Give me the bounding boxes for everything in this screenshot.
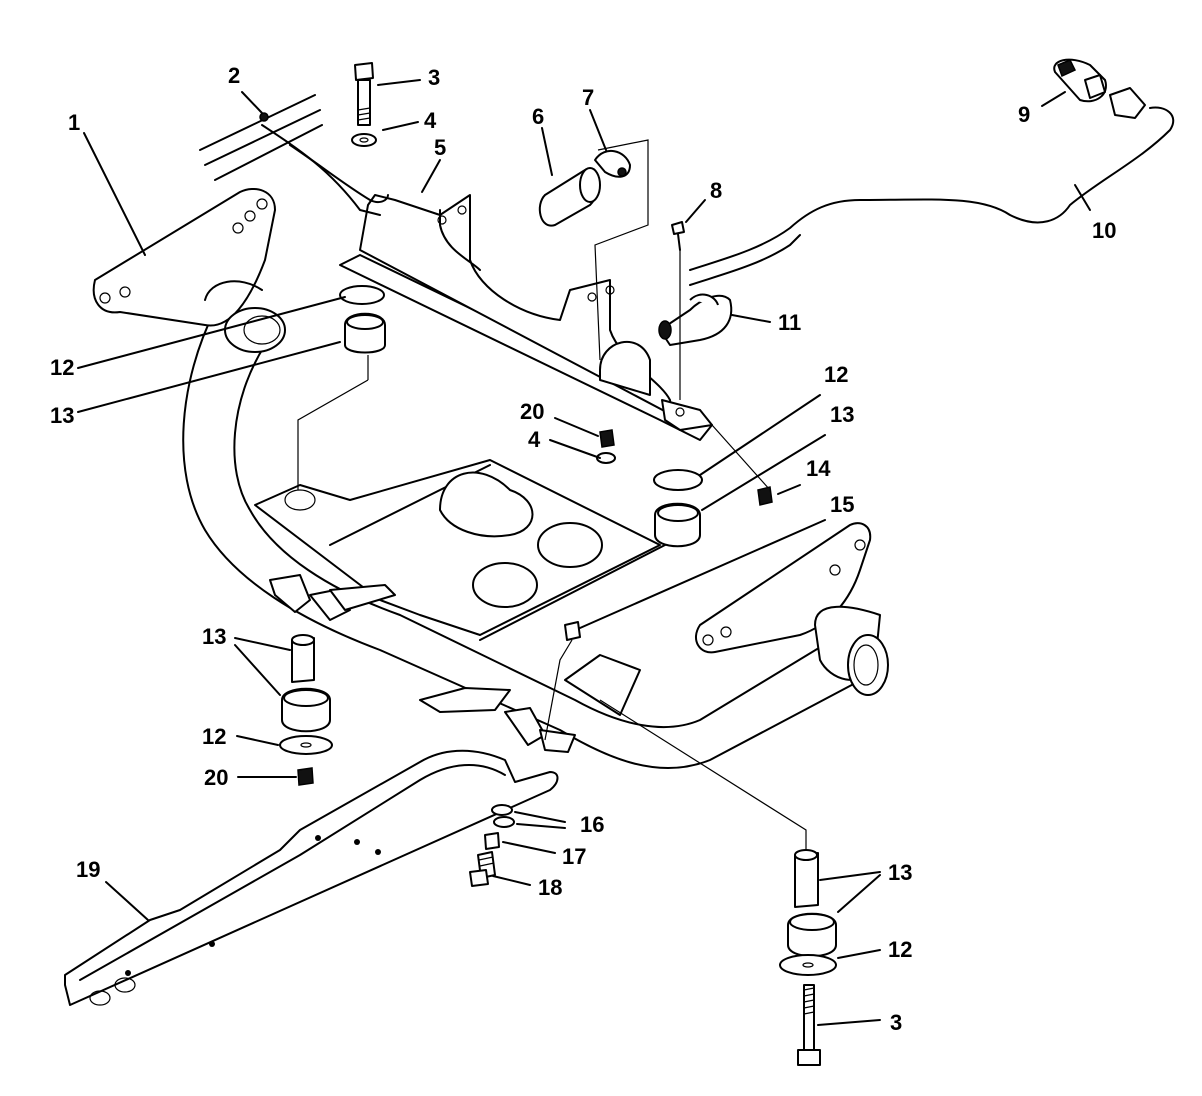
side-rail	[64, 749, 559, 1006]
callout-13-lower-right: 13	[888, 860, 912, 885]
left-mounting-plate	[92, 188, 286, 353]
valve-fitting	[658, 293, 733, 346]
frame-tabs	[269, 574, 576, 753]
callout-13-right: 13	[830, 402, 854, 427]
callout-8: 8	[710, 178, 722, 203]
tube-and-clamp	[538, 139, 649, 361]
frame-tube	[182, 309, 881, 769]
callout-9: 9	[1018, 102, 1030, 127]
mount-right	[653, 424, 773, 548]
callout-11: 11	[778, 310, 801, 335]
center-bracket	[339, 194, 713, 441]
mount-stack-lower-left	[279, 634, 333, 786]
callout-13-lower-left: 13	[202, 624, 226, 649]
callout-1: 1	[68, 110, 80, 135]
callout-3-lower-right: 3	[890, 1010, 902, 1035]
callout-12-upper-left: 12	[50, 355, 74, 380]
callout-20-center: 20	[520, 399, 544, 424]
callout-12-lower-right: 12	[888, 937, 912, 962]
mount-stack-lower-right	[599, 699, 837, 1066]
callout-17: 17	[562, 844, 586, 869]
right-mounting-plate	[695, 522, 889, 696]
callout-7: 7	[582, 85, 594, 110]
nut-washer-center	[596, 429, 616, 464]
brake-line	[199, 94, 389, 216]
callout-5: 5	[434, 135, 446, 160]
fuel-line	[689, 58, 1175, 286]
callout-18: 18	[538, 875, 562, 900]
leader-lines	[77, 79, 1091, 1026]
callout-6: 6	[532, 104, 544, 129]
callout-20-lower-left: 20	[204, 765, 228, 790]
callout-13-upper-left: 13	[50, 403, 74, 428]
spring-bolt-16-17-18	[469, 804, 515, 887]
base-plate	[254, 459, 666, 716]
callout-15: 15	[830, 492, 854, 517]
callout-16: 16	[580, 812, 604, 837]
callout-2: 2	[228, 63, 240, 88]
callout-4-center: 4	[528, 427, 541, 452]
callout-10: 10	[1092, 218, 1116, 243]
top-bolt-and-washer	[351, 62, 377, 147]
callout-14: 14	[806, 456, 831, 481]
mount-upper-left	[297, 285, 386, 490]
nut-15	[544, 621, 581, 741]
callout-12-right: 12	[824, 362, 848, 387]
callout-19: 19	[76, 857, 100, 882]
callout-12-lower-left: 12	[202, 724, 226, 749]
bolt-8	[671, 221, 685, 400]
callout-labels: 1 2 3 4 5 6 7 8 9 10 11 12 13 20 4 12 13…	[50, 63, 1116, 1035]
callout-3: 3	[428, 65, 440, 90]
callout-4: 4	[424, 108, 437, 133]
